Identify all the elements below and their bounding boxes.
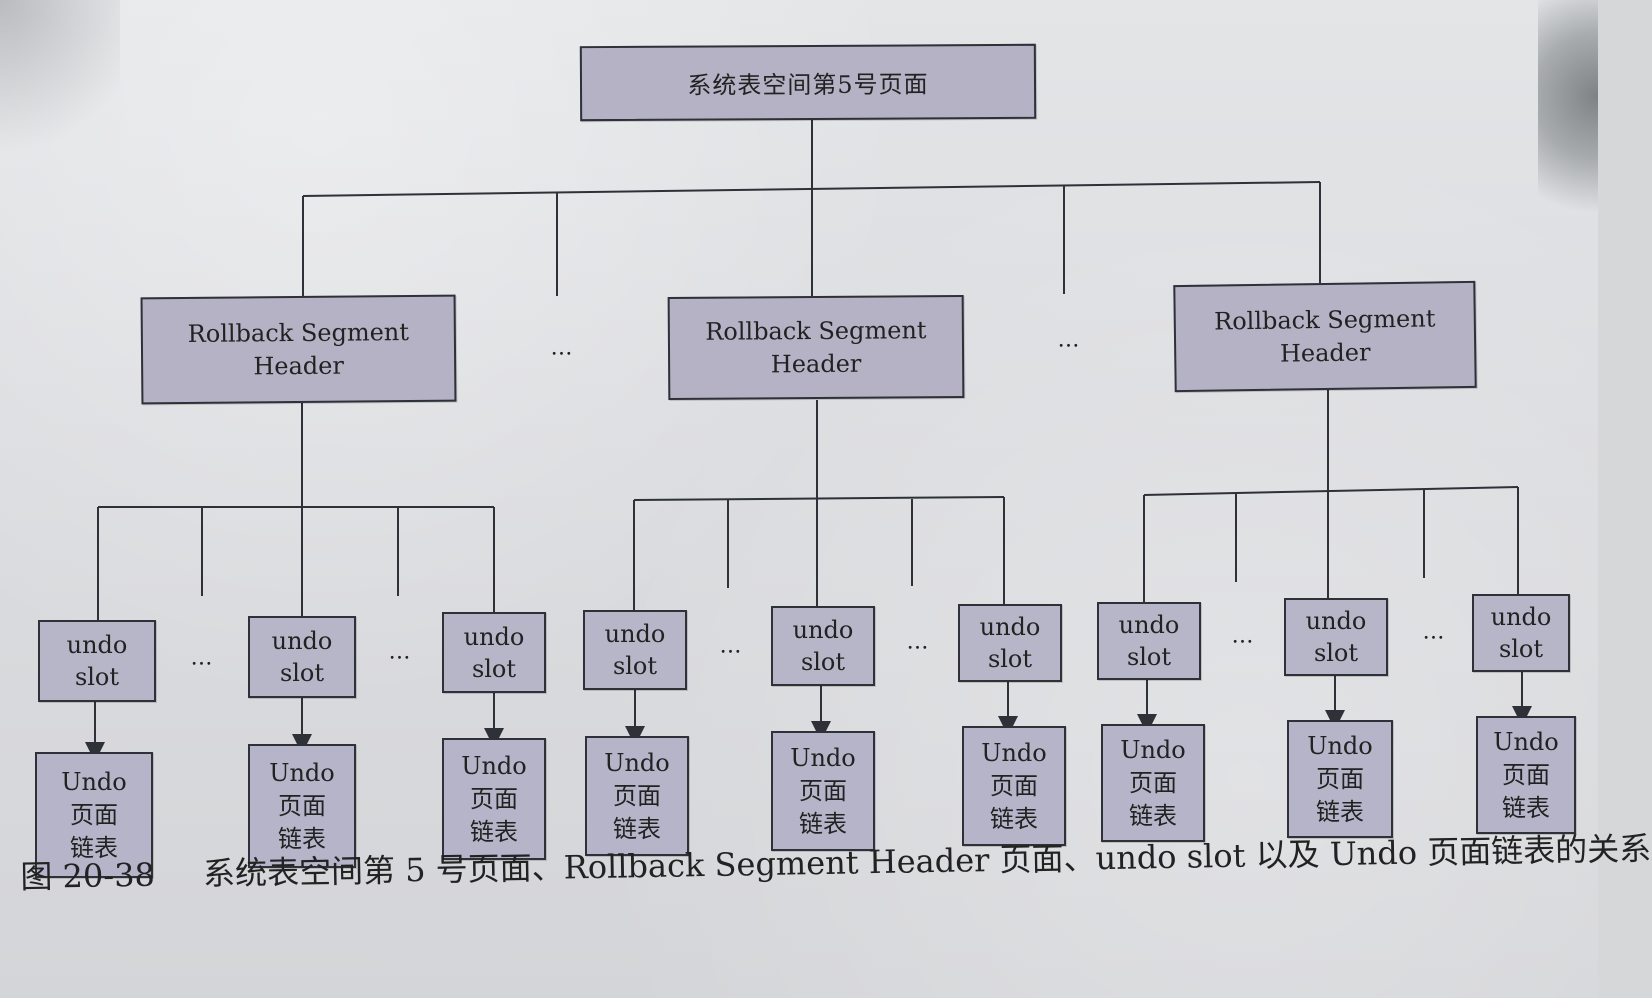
rollback-segment-header-3: Rollback Segment Header [1173,280,1477,393]
undo-slot-9: undo slot [1472,594,1570,672]
undo-page-list-label: Undo 页面 链表 [604,748,670,843]
page-corner-shadow [0,0,120,180]
seg2-bus [633,496,1005,501]
undo-slot-label: undo slot [66,631,128,691]
undo-page-list-8: Undo 页面 链表 [1287,720,1393,838]
undo-slot-label: undo slot [1305,607,1367,667]
undo-page-list-1: Undo 页面 链表 [35,752,153,878]
undo-page-list-3: Undo 页面 链表 [442,738,546,860]
undo-page-list-label: Undo 页面 链表 [461,751,527,846]
rollback-segment-header-label: Rollback Segment Header [705,315,927,378]
ellipsis-seg1-2: … [388,639,412,665]
undo-page-list-6: Undo 页面 链表 [962,726,1066,846]
undo-slot-5: undo slot [771,606,875,686]
undo-page-list-7: Undo 页面 链表 [1101,724,1205,842]
seg3-bus [1143,486,1519,496]
undo-slot-1: undo slot [38,620,156,702]
undo-page-list-label: Undo 页面 链表 [269,758,335,853]
root-node-label: 系统表空间第5号页面 [687,70,929,100]
undo-slot-3: undo slot [442,612,546,693]
undo-page-list-label: Undo 页面 链表 [1307,731,1373,826]
ellipsis-top-1: … [550,335,574,361]
undo-page-list-label: Undo 页面 链表 [790,743,856,838]
ellipsis-seg2-2: … [906,629,930,655]
undo-slot-label: undo slot [792,616,854,676]
ellipsis-seg1-1: … [190,645,214,671]
rollback-segment-header-2: Rollback Segment Header [667,294,965,401]
undo-page-list-5: Undo 页面 链表 [771,731,875,851]
figure-number: 图 20-38 [20,855,156,896]
undo-slot-7: undo slot [1097,602,1201,680]
undo-page-list-label: Undo 页面 链表 [1493,727,1559,822]
ellipsis-seg2-1: … [719,633,743,659]
rollback-segment-header-label: Rollback Segment Header [1213,303,1436,368]
top-bus [302,181,1321,197]
undo-slot-label: undo slot [463,622,525,683]
undo-slot-label: undo slot [1490,603,1552,663]
undo-page-list-4: Undo 页面 链表 [585,736,689,856]
ellipsis-seg3-2: … [1422,619,1446,645]
undo-slot-2: undo slot [248,616,356,698]
page-edge-shadow [1538,0,1598,240]
diagram-connectors [85,120,1532,762]
undo-page-list-label: Undo 页面 链表 [981,738,1047,833]
undo-slot-6: undo slot [958,604,1062,682]
ellipsis-seg3-1: … [1231,623,1255,649]
undo-page-list-9: Undo 页面 链表 [1476,716,1576,834]
ellipsis-top-2: … [1057,327,1081,353]
root-node-system-tablespace-page-5: 系统表空间第5号页面 [579,43,1037,122]
rollback-segment-header-label: Rollback Segment Header [187,317,410,380]
rollback-segment-header-1: Rollback Segment Header [140,294,457,405]
undo-slot-4: undo slot [583,610,687,690]
undo-slot-label: undo slot [979,613,1041,673]
undo-page-list-label: Undo 页面 链表 [61,767,127,862]
undo-slot-8: undo slot [1284,598,1388,676]
undo-slot-label: undo slot [604,620,666,680]
undo-slot-label: undo slot [1118,611,1180,671]
undo-slot-label: undo slot [271,627,333,687]
undo-page-list-label: Undo 页面 链表 [1120,735,1186,830]
undo-page-list-2: Undo 页面 链表 [248,744,356,868]
